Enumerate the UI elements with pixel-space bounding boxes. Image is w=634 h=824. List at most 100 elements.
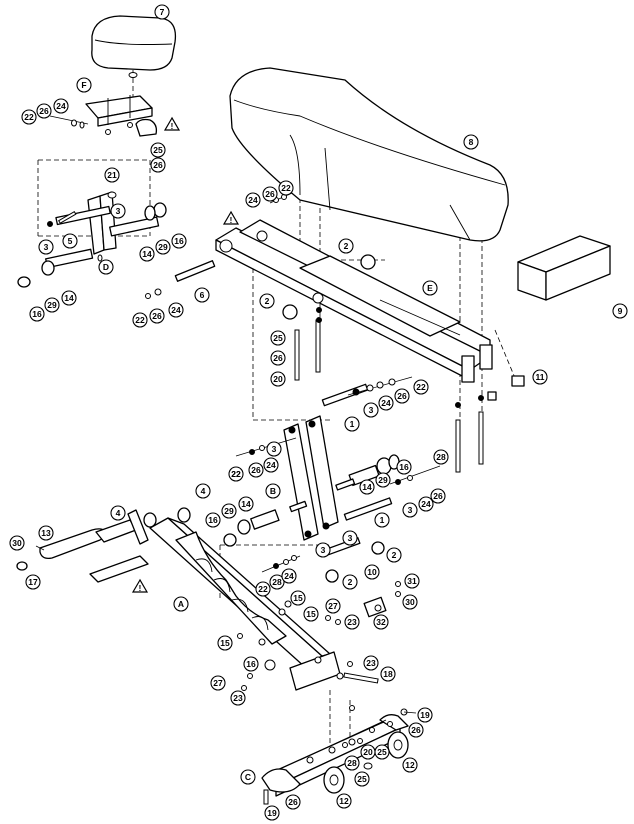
- svg-text:A: A: [178, 599, 184, 609]
- callout-label: 19: [264, 805, 280, 821]
- callout-label: 23: [230, 690, 246, 706]
- bushings-2: [282, 254, 385, 583]
- svg-text:28: 28: [436, 452, 446, 462]
- svg-text:!: !: [230, 216, 233, 225]
- callout-label: 24: [263, 457, 279, 473]
- callout-label: 3: [110, 203, 126, 219]
- svg-text:3: 3: [369, 405, 374, 415]
- callout-label: 3: [363, 402, 379, 418]
- callout-label: 26: [285, 794, 301, 810]
- callout-label: 25: [354, 771, 370, 787]
- callout-label: 28: [433, 449, 449, 465]
- svg-text:26: 26: [433, 491, 443, 501]
- svg-text:30: 30: [405, 597, 415, 607]
- svg-text:26: 26: [397, 391, 407, 401]
- callout-label: 3: [402, 502, 418, 518]
- svg-text:26: 26: [273, 353, 283, 363]
- svg-text:F: F: [81, 80, 86, 90]
- svg-text:26: 26: [153, 160, 163, 170]
- svg-text:29: 29: [47, 300, 57, 310]
- callout-label: 29: [155, 239, 171, 255]
- svg-text:27: 27: [213, 678, 223, 688]
- svg-text:22: 22: [135, 315, 145, 325]
- svg-text:15: 15: [293, 593, 303, 603]
- callout-label: 26: [262, 186, 278, 202]
- callout-label: 24: [418, 496, 434, 512]
- warning-triangle: !: [131, 578, 149, 593]
- axle-rod: [145, 260, 216, 299]
- svg-text:26: 26: [39, 106, 49, 116]
- svg-text:19: 19: [420, 710, 430, 720]
- svg-text:21: 21: [107, 170, 117, 180]
- svg-text:4: 4: [201, 486, 206, 496]
- svg-text:22: 22: [416, 382, 426, 392]
- callout-label: 1: [344, 416, 360, 432]
- callout-label: 25: [150, 142, 166, 158]
- callout-label: 30: [402, 594, 418, 610]
- foot-lever-bracket-d: [17, 191, 167, 288]
- callout-label: 16: [243, 656, 259, 672]
- callout-label: 26: [430, 488, 446, 504]
- svg-text:23: 23: [366, 658, 376, 668]
- svg-text:22: 22: [281, 183, 291, 193]
- callout-label: 28: [344, 755, 360, 771]
- callout-label: 26: [150, 157, 166, 173]
- callout-label: 5: [62, 233, 78, 249]
- svg-text:24: 24: [171, 305, 181, 315]
- callout-label: 18: [380, 666, 396, 682]
- svg-text:1: 1: [350, 419, 355, 429]
- svg-text:3: 3: [44, 242, 49, 252]
- callout-label: 14: [61, 290, 77, 306]
- svg-text:3: 3: [408, 505, 413, 515]
- callout-label: 28: [269, 574, 285, 590]
- svg-text:10: 10: [367, 567, 377, 577]
- svg-text:14: 14: [362, 482, 372, 492]
- svg-text:26: 26: [251, 465, 261, 475]
- callout-label: 14: [238, 496, 254, 512]
- svg-text:17: 17: [28, 577, 38, 587]
- callout-label: A: [173, 596, 189, 612]
- callout-label: 4: [110, 505, 126, 521]
- svg-text:20: 20: [363, 747, 373, 757]
- svg-text:25: 25: [273, 333, 283, 343]
- callout-label: 26: [36, 103, 52, 119]
- callout-label: 3: [315, 542, 331, 558]
- callout-label: 24: [168, 302, 184, 318]
- callout-label: 1: [374, 512, 390, 528]
- svg-text:23: 23: [233, 693, 243, 703]
- callout-label: 23: [344, 614, 360, 630]
- svg-text:16: 16: [174, 236, 184, 246]
- callout-label: 22: [21, 109, 37, 125]
- svg-text:16: 16: [32, 309, 42, 319]
- callout-label: 3: [266, 441, 282, 457]
- callout-label: 13: [38, 525, 54, 541]
- svg-text:24: 24: [56, 101, 66, 111]
- callout-label: 24: [53, 98, 69, 114]
- svg-text:23: 23: [347, 617, 357, 627]
- warning-triangle: !: [222, 210, 240, 225]
- svg-text:18: 18: [383, 669, 393, 679]
- svg-text:24: 24: [248, 195, 258, 205]
- warning-triangle: !: [163, 116, 181, 131]
- svg-text:16: 16: [399, 462, 409, 472]
- callout-label: F: [76, 77, 92, 93]
- callout-label: E: [422, 280, 438, 296]
- roller-sets: [223, 454, 400, 547]
- callout-label: 22: [278, 180, 294, 196]
- svg-text:C: C: [245, 772, 251, 782]
- callout-label: 16: [29, 306, 45, 322]
- svg-text:!: !: [171, 122, 174, 131]
- callout-label: 26: [408, 722, 424, 738]
- callout-label: D: [98, 259, 114, 275]
- svg-text:25: 25: [153, 145, 163, 155]
- callout-label: 24: [281, 568, 297, 584]
- callout-label: 7: [154, 4, 170, 20]
- bolt-18: [336, 672, 379, 684]
- svg-text:13: 13: [41, 528, 51, 538]
- svg-text:22: 22: [231, 469, 241, 479]
- svg-text:1: 1: [380, 515, 385, 525]
- svg-text:6: 6: [200, 290, 205, 300]
- callout-label: 26: [394, 388, 410, 404]
- callout-label: 2: [259, 293, 275, 309]
- svg-text:14: 14: [64, 293, 74, 303]
